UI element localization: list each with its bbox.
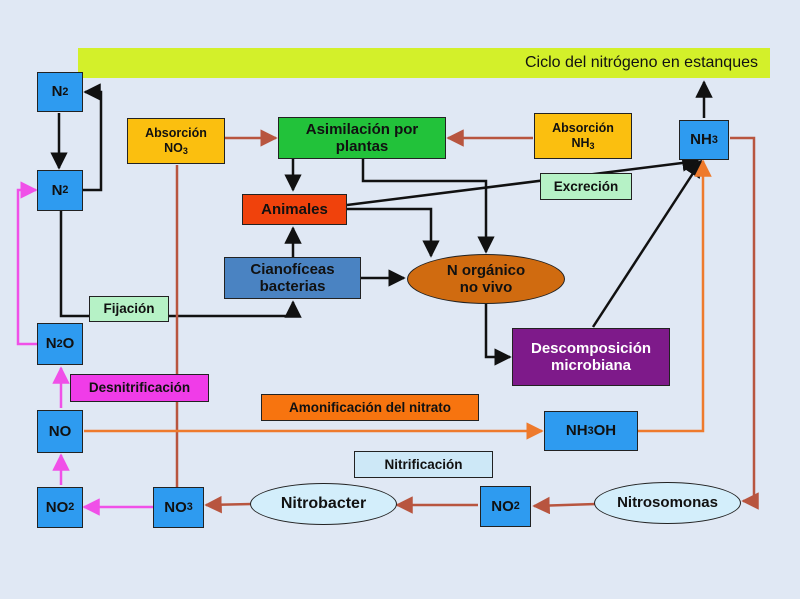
descomposicion-line2: microbiana xyxy=(550,357,632,374)
absorcion-no3-subscript: 3 xyxy=(182,145,188,156)
absorcion-nh3-box: Absorción NH3 xyxy=(534,113,632,159)
nitrificacion-label: Nitrificación xyxy=(384,456,463,472)
n-organico-line2: no vivo xyxy=(459,279,513,296)
arrow-nh3-to-nitrosomonas xyxy=(730,136,759,510)
desnitrificacion-label: Desnitrificación xyxy=(88,380,191,396)
absorcion-nh3-main: NH xyxy=(571,135,590,150)
no2-left-label: NO xyxy=(45,498,69,516)
arrow-nh3oh-to-nh3 xyxy=(638,159,712,433)
absorcion-nh3-formula: NH3 xyxy=(571,136,594,151)
no2-right-label: NO xyxy=(491,497,514,515)
cianoficeas-box: Cianofíceas bacterias xyxy=(224,257,361,299)
no3-subscript: 3 xyxy=(186,501,193,514)
asimilacion-line1: Asimilación por xyxy=(305,120,419,138)
absorcion-nh3-line1: Absorción xyxy=(552,121,614,136)
arrow-asimilacion-to-n-organico xyxy=(361,158,495,254)
amonificacion-box: Amonificación del nitrato xyxy=(261,394,479,421)
descomposicion-box: Descomposición microbiana xyxy=(512,328,670,386)
diagram-title: Ciclo del nitrógeno en estanques xyxy=(524,54,758,71)
n2o-subscript: 2 xyxy=(56,337,63,350)
desnitrificacion-box: Desnitrificación xyxy=(70,374,209,402)
cianoficeas-line1: Cianofíceas xyxy=(250,260,335,278)
nitrosomonas-label: Nitrosomonas xyxy=(617,494,718,512)
arrow-descomposicion-to-nh3 xyxy=(591,159,703,328)
n2-mid-label: N xyxy=(51,181,63,199)
absorcion-no3-formula: NO3 xyxy=(164,141,188,156)
arrow-nitrosomonas-to-no2 xyxy=(532,496,597,515)
nitrobacter-label: Nitrobacter xyxy=(280,494,367,512)
animales-box: Animales xyxy=(242,194,347,225)
arrow-animales-to-n-organico xyxy=(347,207,440,258)
nitrificacion-box: Nitrificación xyxy=(354,451,493,478)
asimilacion-box: Asimilación por plantas xyxy=(278,117,446,159)
title-bar: Ciclo del nitrógeno en estanques xyxy=(78,48,770,78)
n2o-label: N xyxy=(45,335,57,353)
nh3oh-subscript: 3 xyxy=(587,424,594,437)
arrow-n2-mid-to-n2-top xyxy=(82,83,103,192)
nh3oh-tail: OH xyxy=(593,422,617,440)
n-organico-node: N orgánico no vivo xyxy=(407,254,565,304)
excrecion-box: Excreción xyxy=(540,173,632,200)
no-label: NO xyxy=(48,422,72,440)
absorcion-nh3-subscript: 3 xyxy=(589,140,595,151)
amonificacion-label: Amonificación del nitrato xyxy=(288,399,451,415)
no2-left-subscript: 2 xyxy=(68,501,75,514)
nh3oh-label: NH xyxy=(565,422,588,440)
arrow-animales-to-nh3-excrecion xyxy=(346,154,700,207)
n2-top-subscript: 2 xyxy=(62,85,69,98)
animales-label: Animales xyxy=(261,200,328,218)
n2o-tail: O xyxy=(62,335,75,353)
fijacion-box: Fijación xyxy=(89,296,169,322)
excrecion-label: Excreción xyxy=(553,178,619,194)
descomposicion-line1: Descomposición xyxy=(530,339,652,357)
absorcion-no3-line1: Absorción xyxy=(145,126,207,141)
absorcion-no3-main: NO xyxy=(164,140,183,155)
no3-label: NO xyxy=(164,498,187,516)
no-node: NO xyxy=(37,410,83,453)
no2-right-subscript: 2 xyxy=(513,500,520,513)
arrow-n2o-to-n2 xyxy=(16,181,38,346)
arrow-nitrobacter-to-no3 xyxy=(204,495,253,514)
cianoficeas-line2: bacterias xyxy=(259,278,326,295)
fijacion-label: Fijación xyxy=(103,301,155,317)
asimilacion-line2: plantas xyxy=(335,138,389,155)
nh3-label: NH xyxy=(690,131,712,149)
nitrobacter-node: Nitrobacter xyxy=(250,483,397,525)
arrow-n-organico-to-descomposicion xyxy=(484,304,512,366)
n2-top-label: N xyxy=(51,83,63,101)
nitrosomonas-node: Nitrosomonas xyxy=(594,482,741,524)
n2-mid-subscript: 2 xyxy=(62,184,69,197)
nh3-subscript: 3 xyxy=(711,133,718,146)
n-organico-line1: N orgánico xyxy=(446,261,526,279)
absorcion-no3-box: Absorción NO3 xyxy=(127,118,225,164)
